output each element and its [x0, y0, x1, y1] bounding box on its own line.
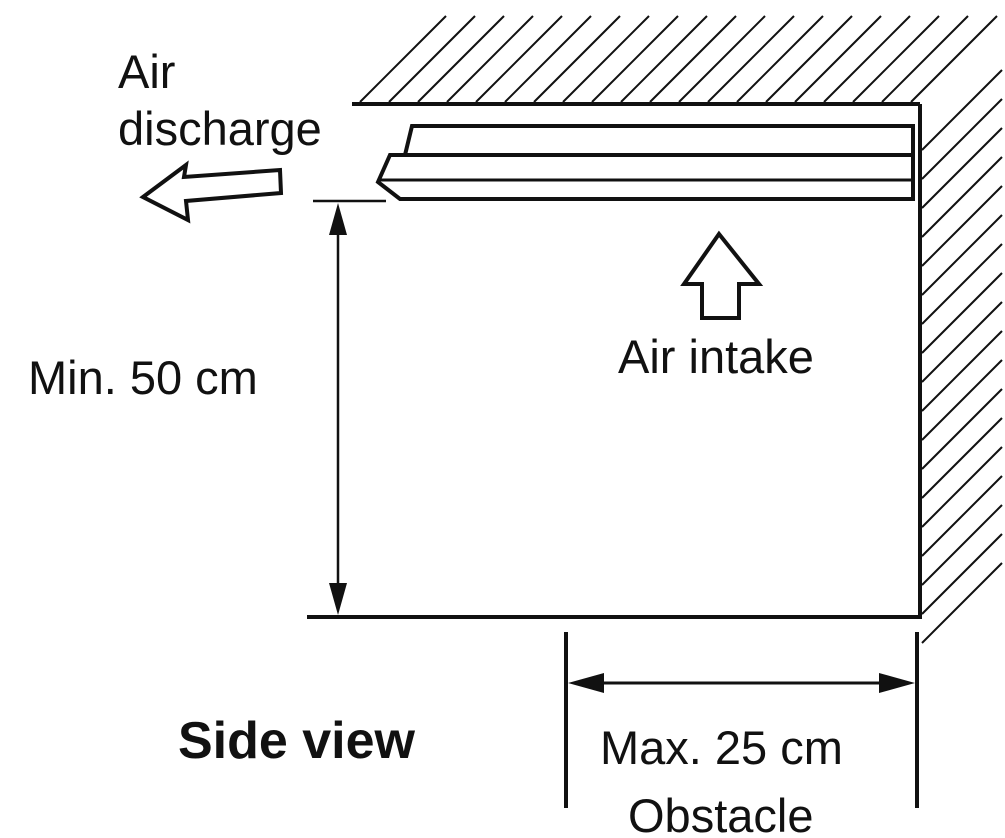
hatch-line [921, 98, 1003, 180]
dimension-arrowhead-up-icon [329, 203, 347, 235]
hatch-line [620, 15, 708, 103]
hatch-line [475, 15, 563, 103]
hatch-line [921, 562, 1003, 644]
hatch-line [921, 359, 1003, 441]
unit-upper-body [403, 124, 915, 156]
hatch-line [921, 272, 1003, 354]
hatch-line [649, 15, 737, 103]
air-intake-arrow-icon [680, 230, 764, 320]
hatch-line [921, 504, 1003, 586]
air-discharge-label-line1: Air [118, 45, 175, 98]
dimension-arrowhead-right-icon [879, 673, 915, 693]
side-view-title: Side view [178, 712, 416, 770]
hatch-line [388, 15, 476, 103]
hatch-line [921, 533, 1003, 615]
hatch-line [921, 243, 1003, 325]
hatch-line [562, 15, 650, 103]
unit-lower-panel [375, 153, 915, 201]
hatch-line [921, 127, 1003, 209]
hatch-line [921, 185, 1003, 267]
hatch-line [417, 15, 505, 103]
hatch-line [533, 15, 621, 103]
hatch-line [707, 15, 795, 103]
obstacle-label: Obstacle [628, 789, 813, 838]
hatch-line [794, 15, 882, 103]
air-discharge-label-line2: discharge [118, 102, 322, 155]
hatch-line [921, 301, 1003, 383]
hatch-line [921, 69, 1003, 151]
hatch-line [823, 15, 911, 103]
hatch-line [678, 15, 766, 103]
hatch-line [504, 15, 592, 103]
hatch-line [910, 15, 998, 103]
hatch-line [359, 15, 447, 103]
hatch-line [736, 15, 824, 103]
hatch-line [921, 214, 1003, 296]
hatch-line [921, 446, 1003, 528]
min-height-label: Min. 50 cm [28, 351, 258, 404]
hatch-line [921, 156, 1003, 238]
wall-hatching [921, 69, 1003, 644]
dimension-arrowhead-down-icon [329, 583, 347, 615]
ceiling-hatching [359, 15, 998, 103]
dimension-arrowhead-left-icon [568, 673, 604, 693]
indoor-unit [375, 124, 915, 201]
hatch-line [921, 330, 1003, 412]
min-height-dimension [313, 199, 386, 615]
max-distance-label: Max. 25 cm [600, 721, 843, 774]
hatch-line [921, 417, 1003, 499]
air-intake-label: Air intake [618, 330, 814, 383]
hatch-line [921, 388, 1003, 470]
hatch-line [446, 15, 534, 103]
hatch-line [881, 15, 969, 103]
hatch-line [852, 15, 940, 103]
hatch-line [591, 15, 679, 103]
hatch-line [765, 15, 853, 103]
hatch-line [921, 475, 1003, 557]
max-distance-dimension [564, 632, 919, 808]
air-discharge-arrow-icon [139, 160, 284, 224]
